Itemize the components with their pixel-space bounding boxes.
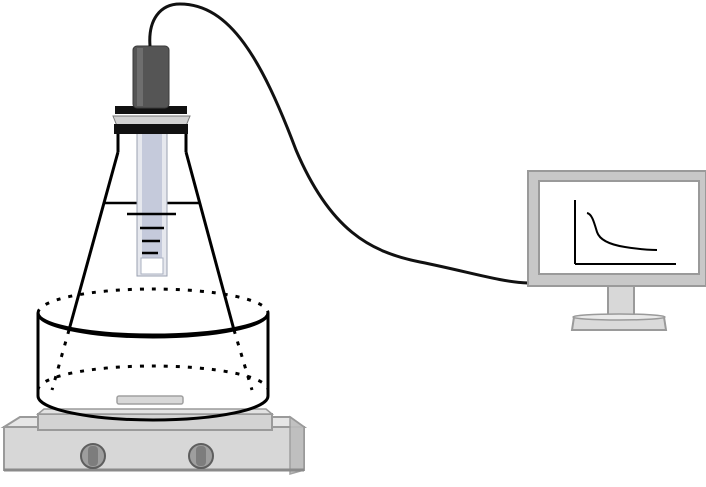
knob-right-icon [188,443,214,469]
cable-icon [148,2,529,285]
electrode-probe-icon [112,45,191,277]
knob-left-icon [80,443,106,469]
decay-curve-icon [574,200,676,265]
magnetic-stirrer [0,408,308,475]
water-bath-back [36,287,270,391]
computer-monitor-icon [527,170,706,331]
stir-bar-icon [116,395,184,405]
water-surface [36,312,270,337]
